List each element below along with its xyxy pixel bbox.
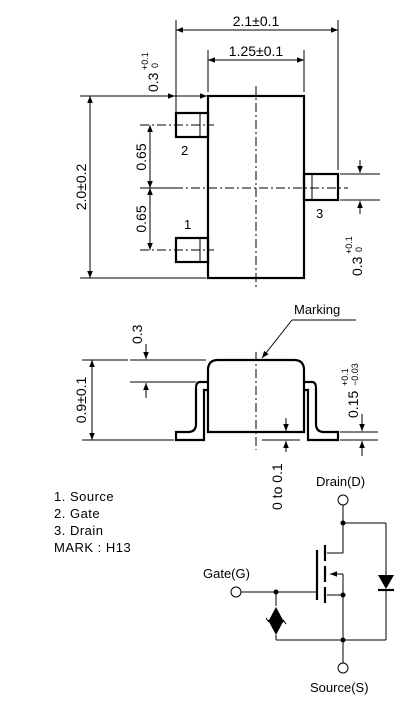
legend-item-drain: 3. Drain xyxy=(54,523,104,538)
gate-zener-upper xyxy=(269,607,283,620)
marking-label: Marking xyxy=(294,302,340,317)
dim-lead-length-right-tol-minus: 0 xyxy=(354,247,364,252)
lead-3-pad xyxy=(302,172,340,202)
dim-lead-length-top-tol-minus: 0 xyxy=(150,63,160,68)
dim-lead-length-right-tol-plus: +0.1 xyxy=(344,236,354,254)
dim-pitch-upper: 0.65 xyxy=(133,143,149,170)
body-diode xyxy=(378,575,394,589)
gate-zener-lower xyxy=(269,622,283,635)
source-label: Source(S) xyxy=(310,680,369,695)
dim-lead-length-right: 0.3 xyxy=(349,256,365,276)
dim-body-width: 1.25±0.1 xyxy=(229,43,284,59)
dim-side-height: 0.9±0.1 xyxy=(73,376,89,423)
pin-2-label: 2 xyxy=(181,143,188,158)
dim-lead-length-top-tol-plus: +0.1 xyxy=(140,52,150,70)
dim-lead-thickness-tol-plus: +0.1 xyxy=(340,368,350,386)
pin-1-label: 1 xyxy=(184,217,191,232)
side-right-lead xyxy=(304,380,340,442)
legend-item-source: 1. Source xyxy=(54,489,115,504)
dim-lead-length-top: 0.3 xyxy=(145,72,161,92)
source-terminal xyxy=(337,662,349,674)
dim-total-height: 2.0±0.2 xyxy=(73,163,89,210)
dim-standoff: 0 to 0.1 xyxy=(269,463,285,510)
side-view: Marking 0.3 0.9±0.1 0.15 +0.1 −0.03 xyxy=(73,302,378,510)
dim-body-step: 0.3 xyxy=(129,324,145,344)
dim-total-width: 2.1±0.1 xyxy=(233,13,280,29)
pin-3-label: 3 xyxy=(316,206,323,221)
mosfet-schematic: Drain(D) Gate(G) Source(S) xyxy=(203,474,394,695)
drain-terminal xyxy=(337,494,349,506)
dim-pitch-lower: 0.65 xyxy=(133,205,149,232)
dim-lead-thickness: 0.15 xyxy=(345,391,361,418)
legend-mark: MARK : H13 xyxy=(54,540,132,555)
gate-terminal xyxy=(230,586,242,598)
top-view: 2.1±0.1 1.25±0.1 0.3 +0.1 0 2.0±0.2 0.65 xyxy=(73,13,380,290)
gate-label: Gate(G) xyxy=(203,566,250,581)
marking-leader xyxy=(261,319,293,359)
side-left-lead xyxy=(174,380,208,442)
legend-item-gate: 2. Gate xyxy=(54,506,101,521)
drain-label: Drain(D) xyxy=(316,474,365,489)
dim-lead-thickness-tol-minus: −0.03 xyxy=(350,363,360,386)
pin-legend: 1. Source 2. Gate 3. Drain MARK : H13 xyxy=(54,488,131,556)
side-body-outline xyxy=(206,358,306,434)
